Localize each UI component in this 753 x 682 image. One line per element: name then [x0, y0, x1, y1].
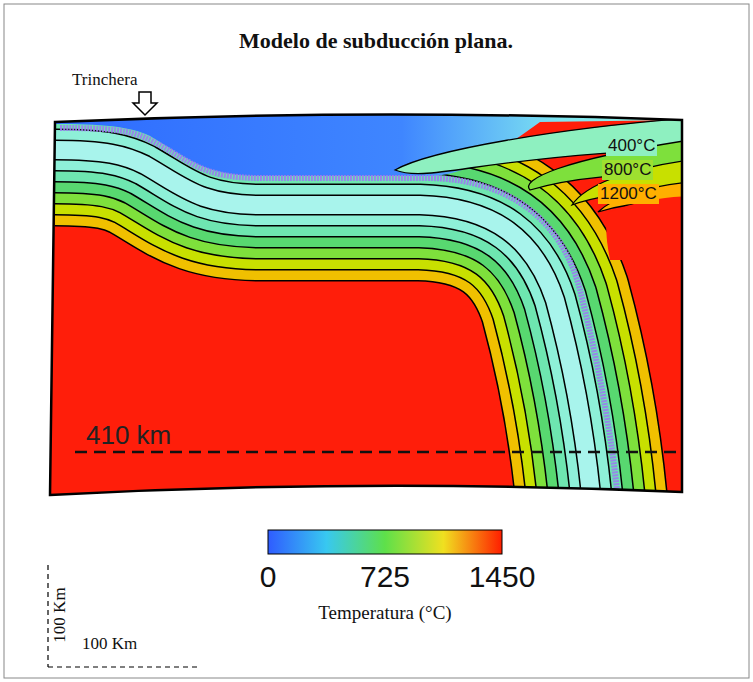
isotherm-label: 800°C: [602, 160, 653, 180]
tick-label: 1450: [469, 560, 536, 594]
depth-label: 410 km: [86, 420, 171, 451]
trench-label: Trinchera: [72, 70, 137, 90]
isotherm-label: 1200°C: [598, 184, 659, 204]
colorbar-title: Temperatura (°C): [318, 602, 451, 624]
title: Modelo de subducción plana.: [239, 28, 513, 54]
tick-label: 725: [360, 560, 410, 594]
scale-label: 100 Km: [50, 587, 70, 642]
tick-label: 0: [260, 560, 277, 594]
scale-label: 100 Km: [82, 634, 137, 654]
isotherm-label: 400°C: [606, 136, 657, 156]
